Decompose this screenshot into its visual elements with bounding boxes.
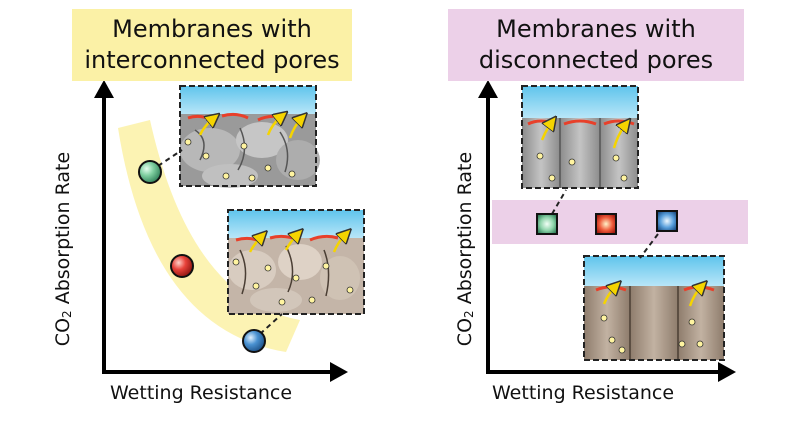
red-square-icon xyxy=(595,213,617,235)
title-line-1: Membranes with xyxy=(496,15,696,43)
membrane-inset-gray xyxy=(179,85,320,188)
blue-square-icon xyxy=(656,210,678,232)
right-panel xyxy=(478,80,748,382)
title-interconnected: Membranes with interconnected pores xyxy=(72,9,352,81)
membrane-inset-beige xyxy=(227,209,365,315)
connector-blue xyxy=(259,313,283,335)
ylabel-prefix: CO xyxy=(454,317,476,347)
ylabel-subscript: 2 xyxy=(60,310,74,318)
ylabel-prefix: CO xyxy=(52,317,74,347)
membrane-inset-columns-brown xyxy=(583,255,725,361)
x-axis-label: Wetting Resistance xyxy=(492,382,675,404)
y-axis-arrow xyxy=(478,80,498,98)
trend-band xyxy=(118,120,300,352)
y-axis-label: CO2 Absorption Rate xyxy=(454,99,476,399)
connector-green-square xyxy=(551,189,567,215)
blue-sphere-icon xyxy=(242,329,266,353)
x-axis-arrow xyxy=(330,362,348,382)
plateau-band xyxy=(492,200,748,244)
title-line-1: Membranes with xyxy=(112,15,312,43)
ylabel-subscript: 2 xyxy=(462,310,476,318)
connector-green xyxy=(157,149,183,167)
x-axis-label: Wetting Resistance xyxy=(110,382,293,404)
red-sphere-icon xyxy=(170,254,194,278)
connector-blue-square xyxy=(639,233,659,259)
y-axis-label: CO2 Absorption Rate xyxy=(52,99,74,399)
title-disconnected: Membranes with disconnected pores xyxy=(448,9,744,81)
y-axis-arrow xyxy=(94,80,114,98)
title-line-2: disconnected pores xyxy=(478,46,714,74)
ylabel-suffix: Absorption Rate xyxy=(52,151,74,311)
green-sphere-icon xyxy=(138,160,162,184)
membrane-inset-columns-gray xyxy=(521,85,639,189)
left-panel xyxy=(94,80,365,382)
title-line-2: interconnected pores xyxy=(84,46,340,74)
ylabel-suffix: Absorption Rate xyxy=(454,151,476,311)
green-square-icon xyxy=(536,213,558,235)
x-axis-arrow xyxy=(718,362,736,382)
